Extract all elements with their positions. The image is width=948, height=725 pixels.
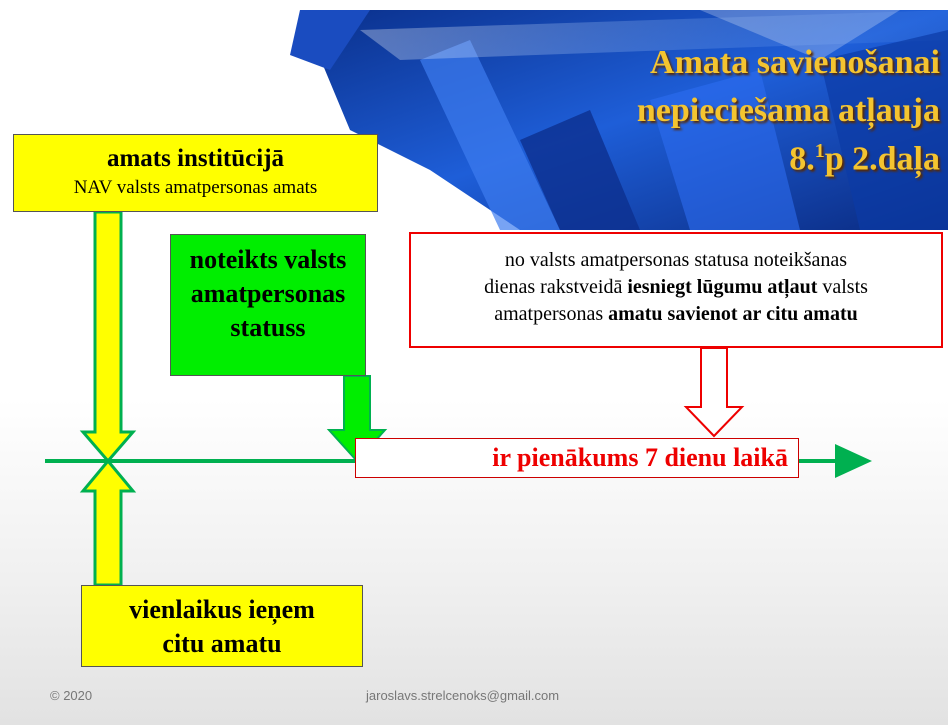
duty-box: ir pienākums 7 dienu laikā <box>355 438 799 478</box>
yellow-down-arrow <box>79 210 137 464</box>
title-banner-graphic <box>290 10 948 230</box>
title-line-1: Amata savienošanai <box>650 44 940 81</box>
institution-box: amats institūcijā NAV valsts amatpersona… <box>13 134 378 212</box>
note-line-3: amatpersonas amatu savienot ar citu amat… <box>494 303 858 325</box>
other-line-1: vienlaikus ieņem <box>129 595 315 624</box>
timeline-arrowhead <box>835 444 872 478</box>
footer-copyright: © 2020 <box>50 688 93 703</box>
note-box: no valsts amatpersonas statusa noteikšan… <box>409 232 943 348</box>
status-line-2: amatpersonas <box>190 279 346 308</box>
status-box: noteikts valsts amatpersonas statuss <box>170 234 366 376</box>
title-line-2: nepieciešama atļauja <box>636 92 940 129</box>
status-line-3: statuss <box>230 313 306 342</box>
note-line-1: no valsts amatpersonas statusa noteikšan… <box>504 249 848 271</box>
note-line-2: dienas rakstveidā iesniegt lūgumu atļaut… <box>484 276 868 298</box>
status-line-1: noteikts valsts <box>189 245 347 274</box>
title-line-3: 8.1p 2.daļa <box>789 140 940 178</box>
institution-title: amats institūcijā <box>106 145 285 172</box>
other-position-box: vienlaikus ieņem citu amatu <box>81 585 363 667</box>
footer-email: jaroslavs.strelcenoks@gmail.com <box>366 688 560 703</box>
institution-subtitle: NAV valsts amatpersonas amats <box>73 177 318 198</box>
yellow-up-arrow <box>79 458 137 587</box>
red-down-arrow <box>683 347 745 438</box>
other-line-2: citu amatu <box>162 629 282 658</box>
